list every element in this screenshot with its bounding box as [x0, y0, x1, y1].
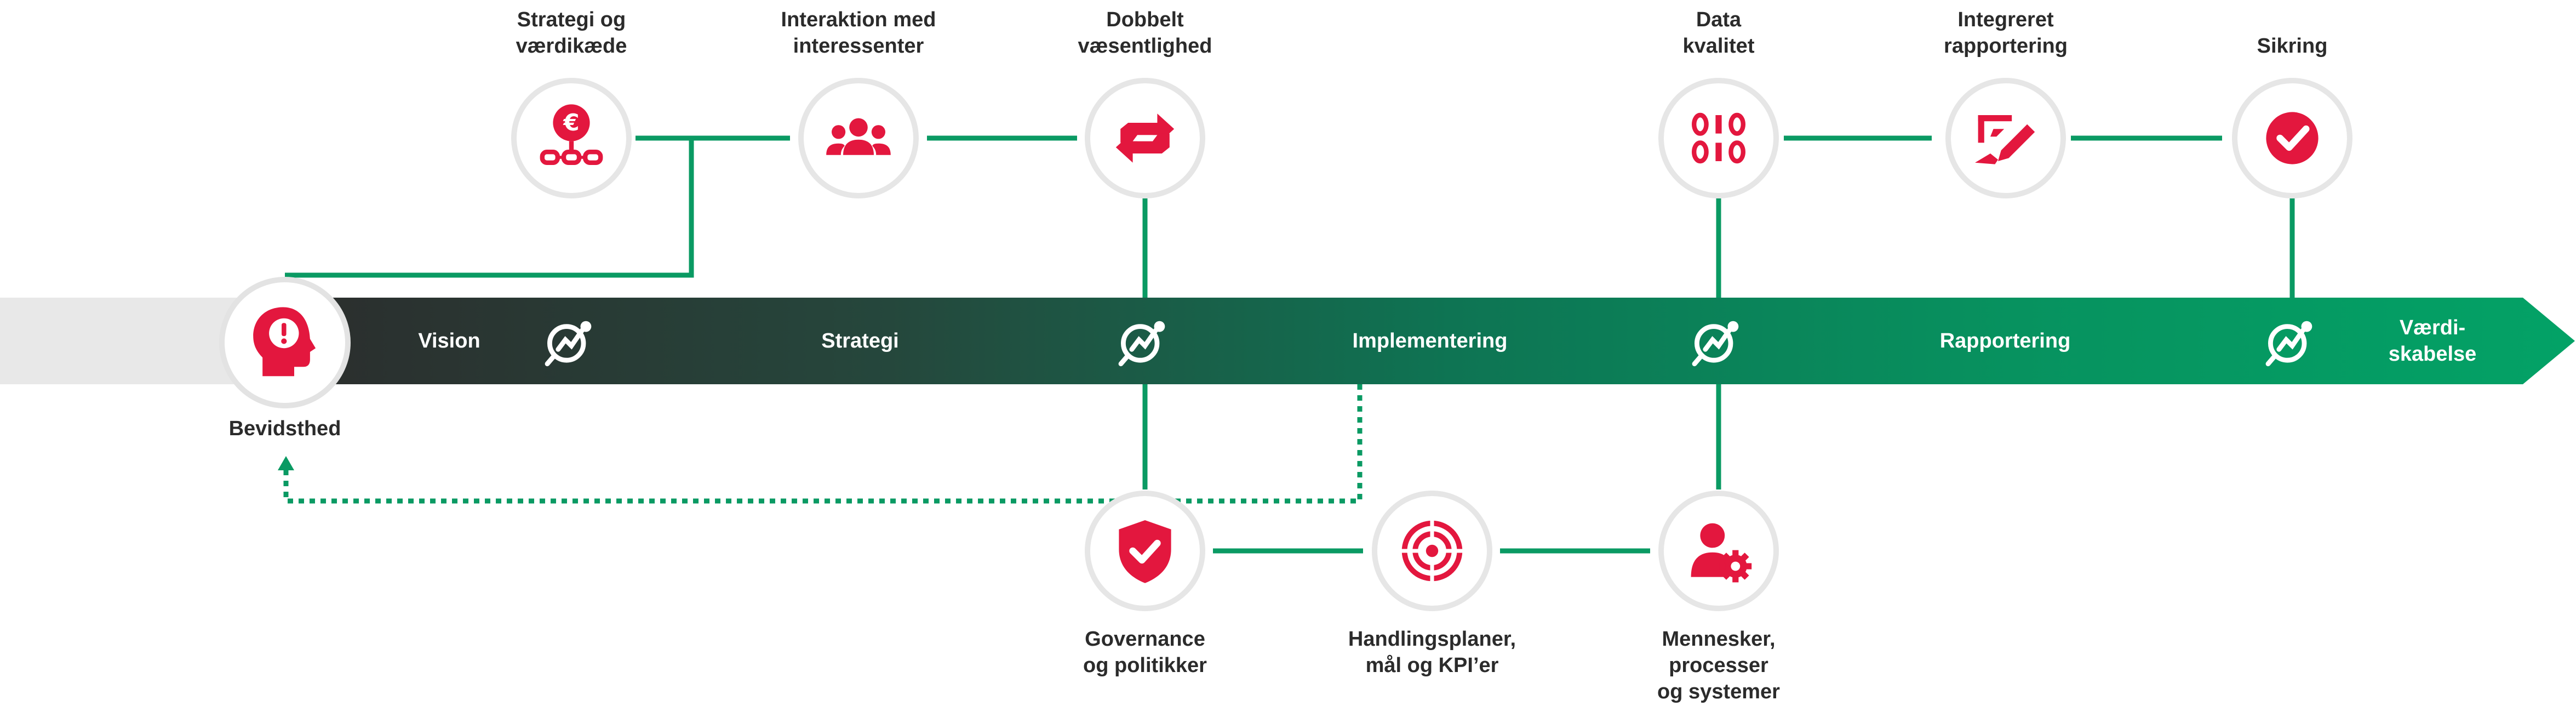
node-governance-label: Governance og politikker — [1083, 628, 1207, 677]
node-sikring — [2232, 78, 2352, 198]
head-exclamation-icon — [253, 307, 316, 377]
node-governance — [1085, 491, 1205, 611]
node-mennesker — [1658, 491, 1779, 611]
stage-vision: Vision — [418, 329, 480, 352]
node-handlingsplaner — [1372, 491, 1492, 611]
node-mennesker-label: Mennesker, processer og systemer — [1657, 628, 1780, 703]
pen-writing-icon — [1975, 115, 2035, 164]
node-strategi-vaerdikaede-label: Strategi og værdikæde — [516, 8, 627, 58]
node-dobbelt — [1085, 78, 1205, 198]
people-group-icon — [826, 118, 891, 155]
analytics-magnifier-icon — [1688, 311, 1749, 371]
euro-chain-icon: € — [540, 104, 603, 165]
analytics-magnifier-icon — [541, 311, 602, 371]
feedback-loop — [278, 384, 1363, 504]
process-arrow — [329, 298, 2575, 384]
swap-arrows-icon — [1115, 113, 1175, 163]
node-sikring-label: Sikring — [2257, 35, 2328, 58]
node-integreret — [1945, 78, 2066, 198]
node-data-kvalitet-label: Data kvalitet — [1682, 8, 1755, 58]
stage-vaerdiskabelse: Værdi- skabelse — [2388, 316, 2477, 366]
shield-check-icon — [1119, 520, 1171, 583]
stage-rapportering: Rapportering — [1939, 329, 2071, 352]
stage-strategi: Strategi — [821, 329, 899, 352]
check-circle-icon — [2266, 112, 2319, 164]
bottom-connectors — [1142, 384, 1721, 554]
node-data-kvalitet — [1658, 78, 1779, 198]
analytics-magnifier-icon — [2262, 311, 2322, 371]
analytics-magnifier-icon — [1115, 311, 1175, 371]
node-dobbelt-label: Dobbelt væsentlighed — [1078, 8, 1212, 58]
node-handlingsplaner-label: Handlingsplaner, mål og KPI’er — [1348, 628, 1516, 677]
person-gear-icon — [1691, 523, 1752, 583]
binary-data-icon — [1692, 112, 1745, 164]
svg-text:€: € — [563, 109, 579, 136]
top-connectors — [285, 135, 2295, 298]
awareness-label: Bevidsthed — [228, 417, 341, 440]
node-interaktion — [798, 78, 919, 198]
node-interaktion-label: Interaktion med interessenter — [781, 8, 936, 58]
node-integreret-label: Integreret rapportering — [1944, 8, 2068, 58]
node-strategi-vaerdikaede: € — [511, 78, 632, 198]
target-icon — [1400, 519, 1464, 583]
awareness-node — [219, 277, 351, 408]
stage-implementering: Implementering — [1352, 329, 1508, 352]
